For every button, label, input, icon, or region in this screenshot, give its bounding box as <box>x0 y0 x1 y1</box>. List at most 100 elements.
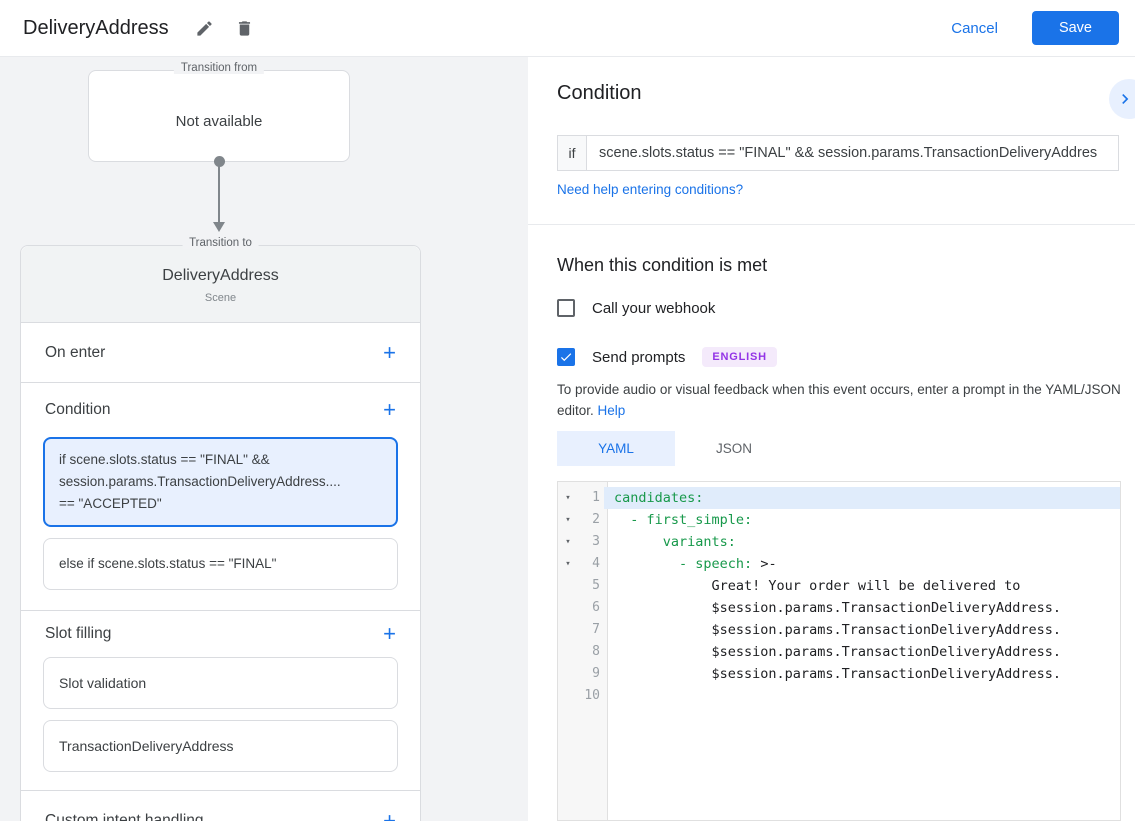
on-enter-row[interactable]: On enter + <box>21 323 420 382</box>
custom-intent-row[interactable]: Custom intent handling + <box>21 791 420 821</box>
editor-line: 9 $session.params.TransactionDeliveryAdd… <box>558 663 1120 685</box>
line-number: 9 <box>592 666 600 681</box>
send-prompts-label: Send prompts <box>592 348 686 366</box>
code-line[interactable]: Great! Your order will be delivered to <box>614 578 1021 594</box>
slot-filling-section-header[interactable]: Slot filling + <box>21 611 420 657</box>
editor-line: 8 $session.params.TransactionDeliveryAdd… <box>558 641 1120 663</box>
transaction-delivery-address-card[interactable]: TransactionDeliveryAddress <box>43 720 398 772</box>
send-prompts-row[interactable]: Send prompts ENGLISH <box>557 347 777 367</box>
custom-intent-label: Custom intent handling <box>45 811 204 822</box>
code-line[interactable]: $session.params.TransactionDeliveryAddre… <box>614 666 1062 682</box>
fold-gutter <box>558 685 578 707</box>
transition-to-card: Transition to DeliveryAddress Scene On e… <box>20 237 421 821</box>
language-badge: ENGLISH <box>702 347 777 367</box>
fold-toggle-icon[interactable]: ▾ <box>565 537 571 547</box>
slot-card-list: Slot validation TransactionDeliveryAddre… <box>21 657 420 790</box>
code-editor[interactable]: ▾ 1 candidates: ▾ 2 - first_simple: ▾ 3 varian… <box>557 481 1121 821</box>
fold-toggle-icon[interactable]: ▾ <box>565 493 571 503</box>
condition-card-list: if scene.slots.status == "FINAL" && sess… <box>21 437 420 610</box>
code-line[interactable]: $session.params.TransactionDeliveryAddre… <box>614 644 1062 660</box>
fold-gutter <box>558 641 578 663</box>
line-number: 1 <box>592 490 600 505</box>
editor-line: 6 $session.params.TransactionDeliveryAdd… <box>558 597 1120 619</box>
slot-filling-section: Slot filling + Slot validation Transacti… <box>21 610 420 790</box>
scene-flow-panel: Transition from Not available Transition… <box>0 57 528 821</box>
connector-arrowhead-icon <box>213 222 225 232</box>
transition-to-legend: Transition to <box>182 237 259 249</box>
connector-dot <box>214 156 225 167</box>
transition-from-legend: Transition from <box>173 62 265 74</box>
editor-line: 7 $session.params.TransactionDeliveryAdd… <box>558 619 1120 641</box>
slot-validation-card[interactable]: Slot validation <box>43 657 398 709</box>
transition-from-box[interactable]: Transition from Not available <box>88 62 350 162</box>
code-editor-lines: ▾ 1 candidates: ▾ 2 - first_simple: ▾ 3 varian… <box>558 482 1120 707</box>
condition-section-label: Condition <box>45 401 111 418</box>
scene-type-label: Scene <box>204 292 237 304</box>
webhook-checkbox[interactable] <box>557 299 575 317</box>
conditions-help-link[interactable]: Need help entering conditions? <box>557 182 744 197</box>
scene-card-header: DeliveryAddress Scene <box>21 246 420 323</box>
fold-toggle-icon[interactable]: ▾ <box>565 559 571 569</box>
send-prompts-checkbox[interactable] <box>557 348 575 366</box>
edit-title-button[interactable] <box>189 12 221 44</box>
add-icon[interactable]: + <box>383 339 396 365</box>
fold-gutter <box>558 575 578 597</box>
line-number: 3 <box>592 534 600 549</box>
condition-expression-row: if <box>557 135 1119 171</box>
line-number: 7 <box>592 622 600 637</box>
condition-card-selected[interactable]: if scene.slots.status == "FINAL" && sess… <box>43 437 398 527</box>
editor-line: ▾ 2 - first_simple: <box>558 509 1120 531</box>
editor-line: ▾ 3 variants: <box>558 531 1120 553</box>
save-button[interactable]: Save <box>1031 11 1119 45</box>
condition-card[interactable]: else if scene.slots.status == "FINAL" <box>43 538 398 590</box>
trash-icon <box>239 20 251 36</box>
main-content: Transition from Not available Transition… <box>0 57 1135 821</box>
cancel-button[interactable]: Cancel <box>951 19 998 37</box>
fold-toggle-icon[interactable]: ▾ <box>565 515 571 525</box>
condition-panel-title: Condition <box>557 82 642 104</box>
check-icon <box>560 353 572 362</box>
prompts-description-text: To provide audio or visual feedback when… <box>557 382 1121 418</box>
fold-gutter <box>558 663 578 685</box>
code-line[interactable]: - speech: >- <box>614 556 777 572</box>
editor-line: ▾ 1 candidates: <box>558 487 1120 509</box>
tab-json[interactable]: JSON <box>715 441 752 456</box>
topbar: DeliveryAddress Cancel Save <box>0 0 1135 57</box>
collapse-panel-button[interactable] <box>1109 79 1135 119</box>
code-line[interactable]: candidates: <box>604 487 1120 509</box>
line-number: 10 <box>584 688 600 703</box>
fold-gutter <box>558 619 578 641</box>
scene-name: DeliveryAddress <box>162 267 279 284</box>
connector-line <box>218 163 220 223</box>
add-icon[interactable]: + <box>383 621 396 646</box>
line-number: 5 <box>592 578 600 593</box>
add-icon[interactable]: + <box>383 397 396 422</box>
code-line[interactable]: $session.params.TransactionDeliveryAddre… <box>614 622 1062 638</box>
call-webhook-row[interactable]: Call your webhook <box>557 299 715 317</box>
code-line[interactable]: variants: <box>614 534 736 550</box>
condition-section: Condition + if scene.slots.status == "FI… <box>21 382 420 610</box>
line-number: 2 <box>592 512 600 527</box>
topbar-left: DeliveryAddress <box>23 12 261 44</box>
line-number: 4 <box>592 556 600 571</box>
condition-section-header[interactable]: Condition + <box>21 383 420 437</box>
tab-yaml[interactable]: YAML <box>557 431 675 466</box>
editor-line: 5 Great! Your order will be delivered to <box>558 575 1120 597</box>
code-line[interactable]: $session.params.TransactionDeliveryAddre… <box>614 600 1062 616</box>
code-line[interactable] <box>604 685 1120 707</box>
add-icon[interactable]: + <box>383 807 396 821</box>
prompts-description: To provide audio or visual feedback when… <box>557 379 1132 421</box>
fold-gutter <box>558 597 578 619</box>
condition-detail-panel: Condition if Need help entering conditio… <box>528 57 1135 821</box>
prompts-help-link[interactable]: Help <box>597 403 626 418</box>
handler-section-title: When this condition is met <box>557 255 768 275</box>
webhook-label: Call your webhook <box>592 299 716 317</box>
delete-scene-button[interactable] <box>229 12 261 44</box>
condition-expression-input[interactable] <box>586 135 1119 171</box>
pencil-icon <box>197 20 212 36</box>
code-line[interactable]: - first_simple: <box>614 512 753 528</box>
editor-line: 10 <box>558 685 1120 707</box>
page-title: DeliveryAddress <box>23 16 169 39</box>
chevron-right-icon <box>1122 94 1129 104</box>
